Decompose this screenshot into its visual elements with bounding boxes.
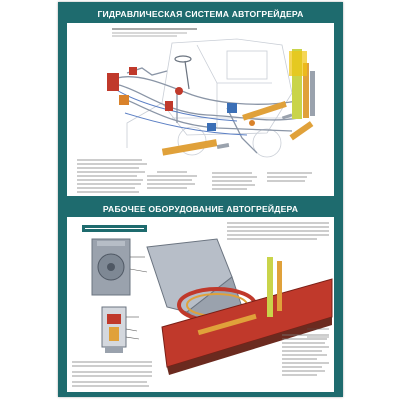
equipment-legend <box>282 334 329 376</box>
working-equipment-diagram <box>72 222 333 387</box>
poster: ГИДРАВЛИЧЕСКАЯ СИСТЕМА АВТОГРЕЙДЕРА <box>58 2 343 397</box>
working-equipment-panel <box>67 217 334 392</box>
blade-shift-cylinder <box>277 261 282 311</box>
hydraulic-valves <box>107 67 255 131</box>
callout-lines <box>125 256 329 340</box>
hydraulic-diagram-panel <box>67 23 334 196</box>
grader-body-outline <box>126 38 297 158</box>
steering-assembly <box>174 55 192 90</box>
hydraulic-cylinders <box>161 49 315 156</box>
equipment-description <box>227 222 329 240</box>
hydraulic-tank <box>289 51 307 76</box>
equipment-notes <box>72 361 152 387</box>
moldboard-blade <box>161 278 333 375</box>
working-equipment-title: РАБОЧЕЕ ОБОРУДОВАНИЕ АВТОГРЕЙДЕРА <box>102 204 299 214</box>
gearbox-cutaway <box>101 306 127 353</box>
rotary-drive-housing <box>91 238 131 296</box>
hydraulic-diagram <box>77 28 315 193</box>
blade-lift-cylinder <box>267 257 273 317</box>
scheme-legend <box>77 159 312 193</box>
hydraulic-system-title: ГИДРАВЛИЧЕСКАЯ СИСТЕМА АВТОГРЕЙДЕРА <box>97 9 304 19</box>
